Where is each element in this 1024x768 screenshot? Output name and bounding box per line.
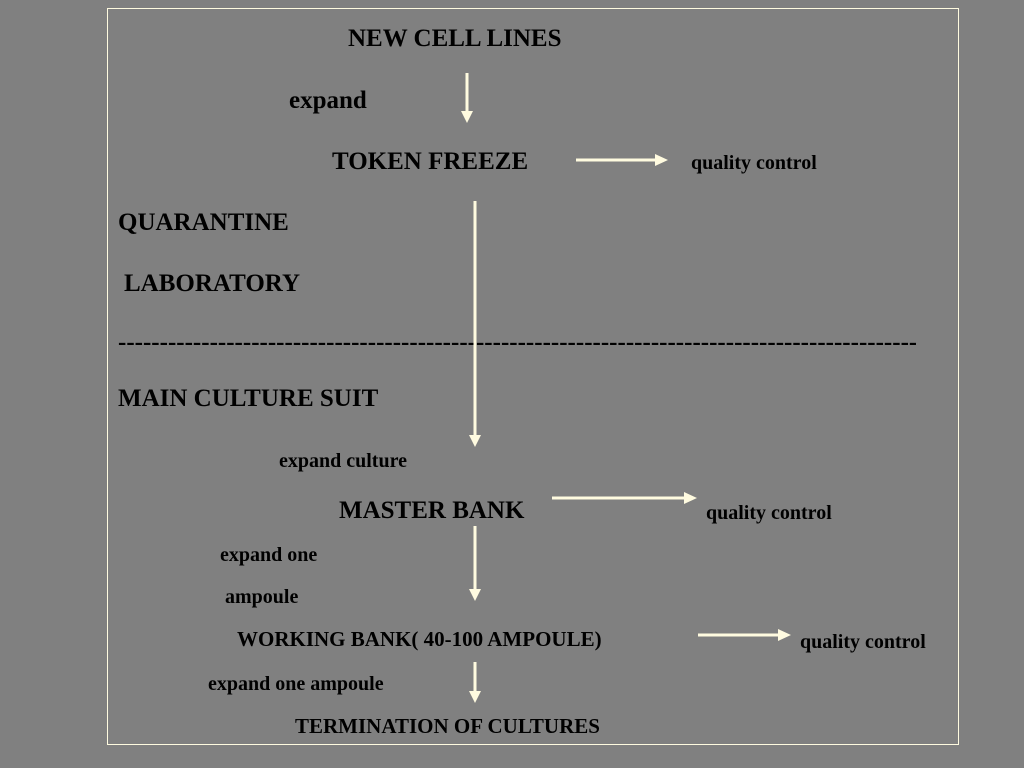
arrow-down-4 [469,662,481,703]
node-new-cell-lines: NEW CELL LINES [348,25,562,52]
diagram-frame [107,8,959,745]
zone-main-culture-suit: MAIN CULTURE SUIT [118,385,379,412]
arrow-down-2 [469,201,481,447]
zone-laboratory: LABORATORY [124,270,301,297]
label-expand: expand [289,87,367,114]
label-quality-control-1: quality control [691,152,817,174]
node-token-freeze: TOKEN FREEZE [332,148,529,175]
zone-divider: ----------------------------------------… [118,330,916,355]
arrow-down-3 [469,526,481,601]
arrow-right-3 [698,629,791,641]
arrow-right-1 [576,154,668,166]
label-expand-one: expand one [220,544,318,566]
node-working-bank: WORKING BANK( 40-100 AMPOULE) [237,627,602,651]
arrow-right-2 [552,492,697,504]
label-expand-one-ampoule: expand one ampoule [208,673,384,695]
label-quality-control-3: quality control [800,631,926,653]
node-master-bank: MASTER BANK [339,497,525,524]
label-ampoule: ampoule [225,586,299,608]
arrow-down-1 [461,73,473,123]
zone-quarantine: QUARANTINE [118,209,289,236]
node-termination-of-cultures: TERMINATION OF CULTURES [295,714,600,738]
label-expand-culture: expand culture [279,450,407,472]
label-quality-control-2: quality control [706,502,832,524]
